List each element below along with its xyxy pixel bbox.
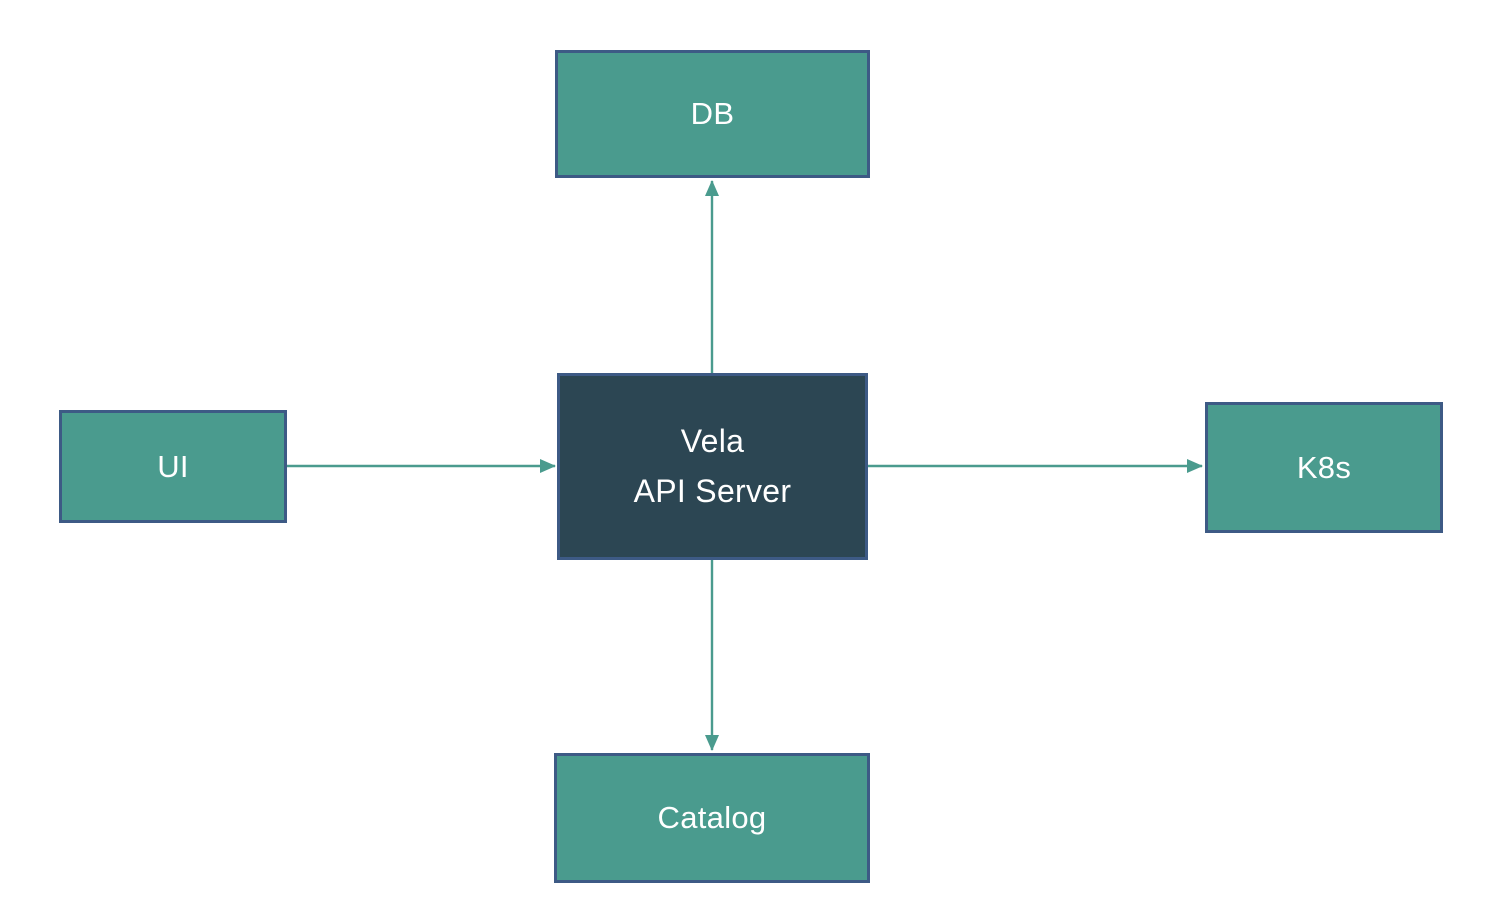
node-catalog: Catalog bbox=[554, 753, 870, 883]
node-api-server: Vela API Server bbox=[557, 373, 868, 560]
node-db-label: DB bbox=[690, 96, 735, 131]
node-api-server-label-line1: Vela bbox=[680, 422, 745, 459]
node-k8s-label: K8s bbox=[1296, 449, 1352, 485]
node-db: DB bbox=[555, 50, 870, 178]
node-ui-label: UI bbox=[157, 448, 189, 484]
node-catalog-label: Catalog bbox=[657, 800, 767, 835]
node-ui: UI bbox=[59, 410, 287, 523]
node-api-server-label-line2: API Server bbox=[633, 472, 792, 509]
node-k8s: K8s bbox=[1205, 402, 1443, 533]
